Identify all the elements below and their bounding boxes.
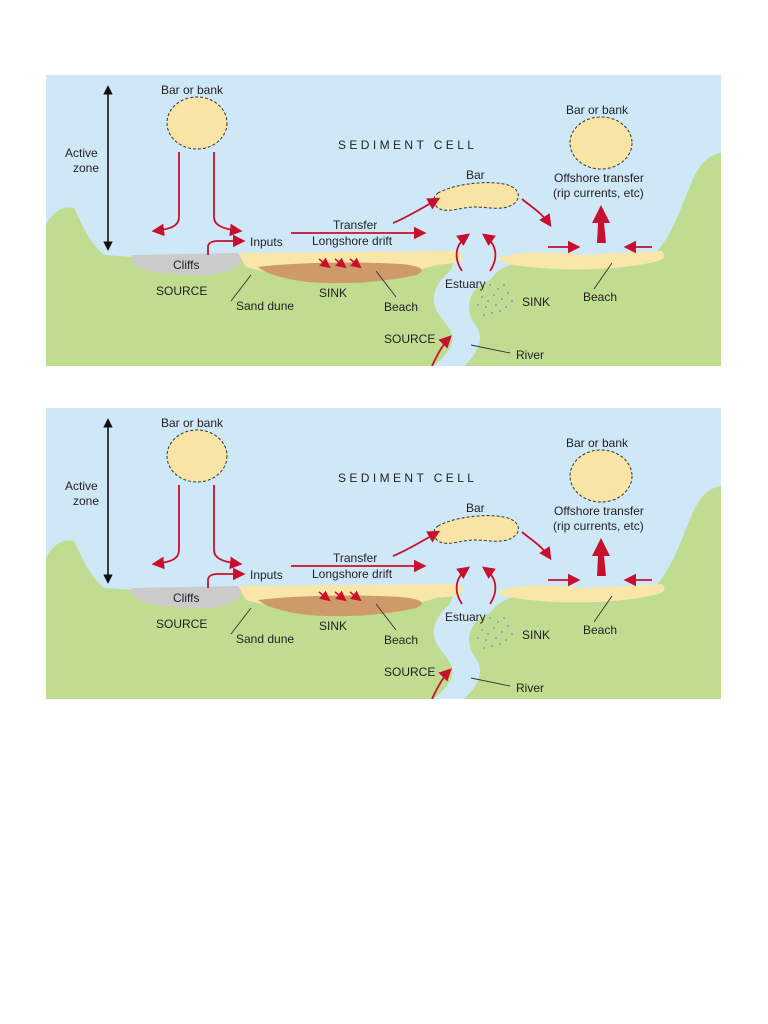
leader-lines (230, 595, 613, 687)
leader-line-river (470, 344, 511, 354)
to-bar-arrow (392, 530, 441, 557)
cliffs-label: Cliffs (173, 591, 199, 605)
river-water (433, 257, 491, 366)
leader-lines (230, 262, 613, 354)
sink-estuary-label: SINK (522, 628, 550, 642)
offshore-transfer-label-2: (rip currents, etc) (553, 519, 644, 533)
diagram-canvas: SEDIMENT CELL Bar or bank Bar or bank Ac… (46, 75, 721, 366)
estuary-arrow-left (455, 566, 471, 605)
rip-current-arrow (592, 538, 610, 576)
bar-or-bank-right-shape (569, 449, 633, 503)
offshore-transfer-label-1: Offshore transfer (554, 504, 644, 518)
from-bar-arrow (521, 198, 552, 228)
bar-or-bank-left-label: Bar or bank (161, 83, 224, 97)
estuary-arrow-left (455, 233, 471, 272)
drift-arrow (334, 590, 347, 602)
leader-line-dune (230, 274, 252, 302)
offshore-transfer-label-1: Offshore transfer (554, 171, 644, 185)
beach-right-label: Beach (583, 290, 617, 304)
longshore-drift-label: Longshore drift (312, 234, 393, 248)
diagram-title: SEDIMENT CELL (338, 138, 477, 152)
to-bar-arrow (392, 197, 441, 224)
drift-arrow (318, 590, 331, 602)
sink-dune-label: SINK (319, 619, 347, 633)
source-cliffs-label: SOURCE (156, 617, 207, 631)
active-zone-label-1: Active (65, 146, 98, 160)
bar-or-bank-left-shape (166, 96, 228, 150)
cliffs-shape (131, 253, 241, 275)
drift-arrow (349, 257, 362, 269)
drift-arrow (349, 590, 362, 602)
sediment-cell-diagram-2: SEDIMENT CELL Bar or bank Bar or bank Ac… (46, 408, 721, 699)
leader-line-dune (230, 607, 252, 635)
river-label: River (516, 348, 544, 362)
leader-line-beach-left (375, 270, 397, 298)
cliffs-label: Cliffs (173, 258, 199, 272)
bar-or-bank-right-label: Bar or bank (566, 436, 629, 450)
estuary-arrow-right (481, 233, 497, 272)
longshore-drift-label: Longshore drift (312, 567, 393, 581)
beach-right-label: Beach (583, 623, 617, 637)
beach-sand-right (496, 584, 665, 603)
leader-line-river (470, 677, 511, 687)
cliffs-shape (131, 586, 241, 608)
rip-current-arrow (592, 205, 610, 243)
sediment-cell-diagram-1: SEDIMENT CELL Bar or bank Bar or bank Ac… (46, 75, 721, 366)
river-water (433, 590, 491, 699)
active-zone-label-2: zone (73, 161, 99, 175)
bank-to-shore-arrow-right (213, 485, 243, 570)
sink-dune-label: SINK (319, 286, 347, 300)
bank-to-shore-arrow-right (213, 152, 243, 237)
drift-arrows (318, 590, 362, 602)
bar-or-bank-left-shape (166, 429, 228, 483)
active-zone-label-2: zone (73, 494, 99, 508)
sand-dune-label: Sand dune (236, 632, 294, 646)
estuary-label: Estuary (445, 277, 486, 291)
active-zone-label-1: Active (65, 479, 98, 493)
bar-label: Bar (466, 168, 485, 182)
bar-or-bank-left-label: Bar or bank (161, 416, 224, 430)
from-bar-arrow (521, 531, 552, 561)
inputs-arrow (207, 567, 246, 588)
source-river-label: SOURCE (384, 665, 435, 679)
estuary-label: Estuary (445, 610, 486, 624)
drift-arrows (318, 257, 362, 269)
estuary-arrow-right (481, 566, 497, 605)
inputs-arrow (207, 234, 246, 255)
sink-estuary-label: SINK (522, 295, 550, 309)
leader-line-beach-right (593, 262, 613, 290)
estuary-deposit (477, 617, 513, 649)
bar-shape (433, 515, 519, 544)
diagram-title: SEDIMENT CELL (338, 471, 477, 485)
drift-arrow (318, 257, 331, 269)
beach-sand-right (496, 251, 665, 270)
bank-to-shore-arrow-left (151, 152, 180, 237)
inputs-label: Inputs (250, 235, 283, 249)
land (46, 207, 460, 366)
river-source-arrow (431, 335, 452, 366)
inputs-label: Inputs (250, 568, 283, 582)
drift-arrow (334, 257, 347, 269)
bar-label: Bar (466, 501, 485, 515)
diagram-canvas: SEDIMENT CELL Bar or bank Bar or bank Ac… (46, 408, 721, 699)
river-label: River (516, 681, 544, 695)
river-source-arrow (431, 668, 452, 699)
bar-or-bank-right-label: Bar or bank (566, 103, 629, 117)
land (46, 540, 460, 699)
transfer-label: Transfer (333, 218, 377, 232)
offshore-transfer-label-2: (rip currents, etc) (553, 186, 644, 200)
beach-left-label: Beach (384, 633, 418, 647)
leader-line-beach-right (593, 595, 613, 623)
source-cliffs-label: SOURCE (156, 284, 207, 298)
transfer-label: Transfer (333, 551, 377, 565)
beach-left-label: Beach (384, 300, 418, 314)
sand-dune-label: Sand dune (236, 299, 294, 313)
leader-line-beach-left (375, 603, 397, 631)
estuary-deposit (477, 284, 513, 316)
source-river-label: SOURCE (384, 332, 435, 346)
bar-or-bank-right-shape (569, 116, 633, 170)
bar-shape (433, 182, 519, 211)
bank-to-shore-arrow-left (151, 485, 180, 570)
